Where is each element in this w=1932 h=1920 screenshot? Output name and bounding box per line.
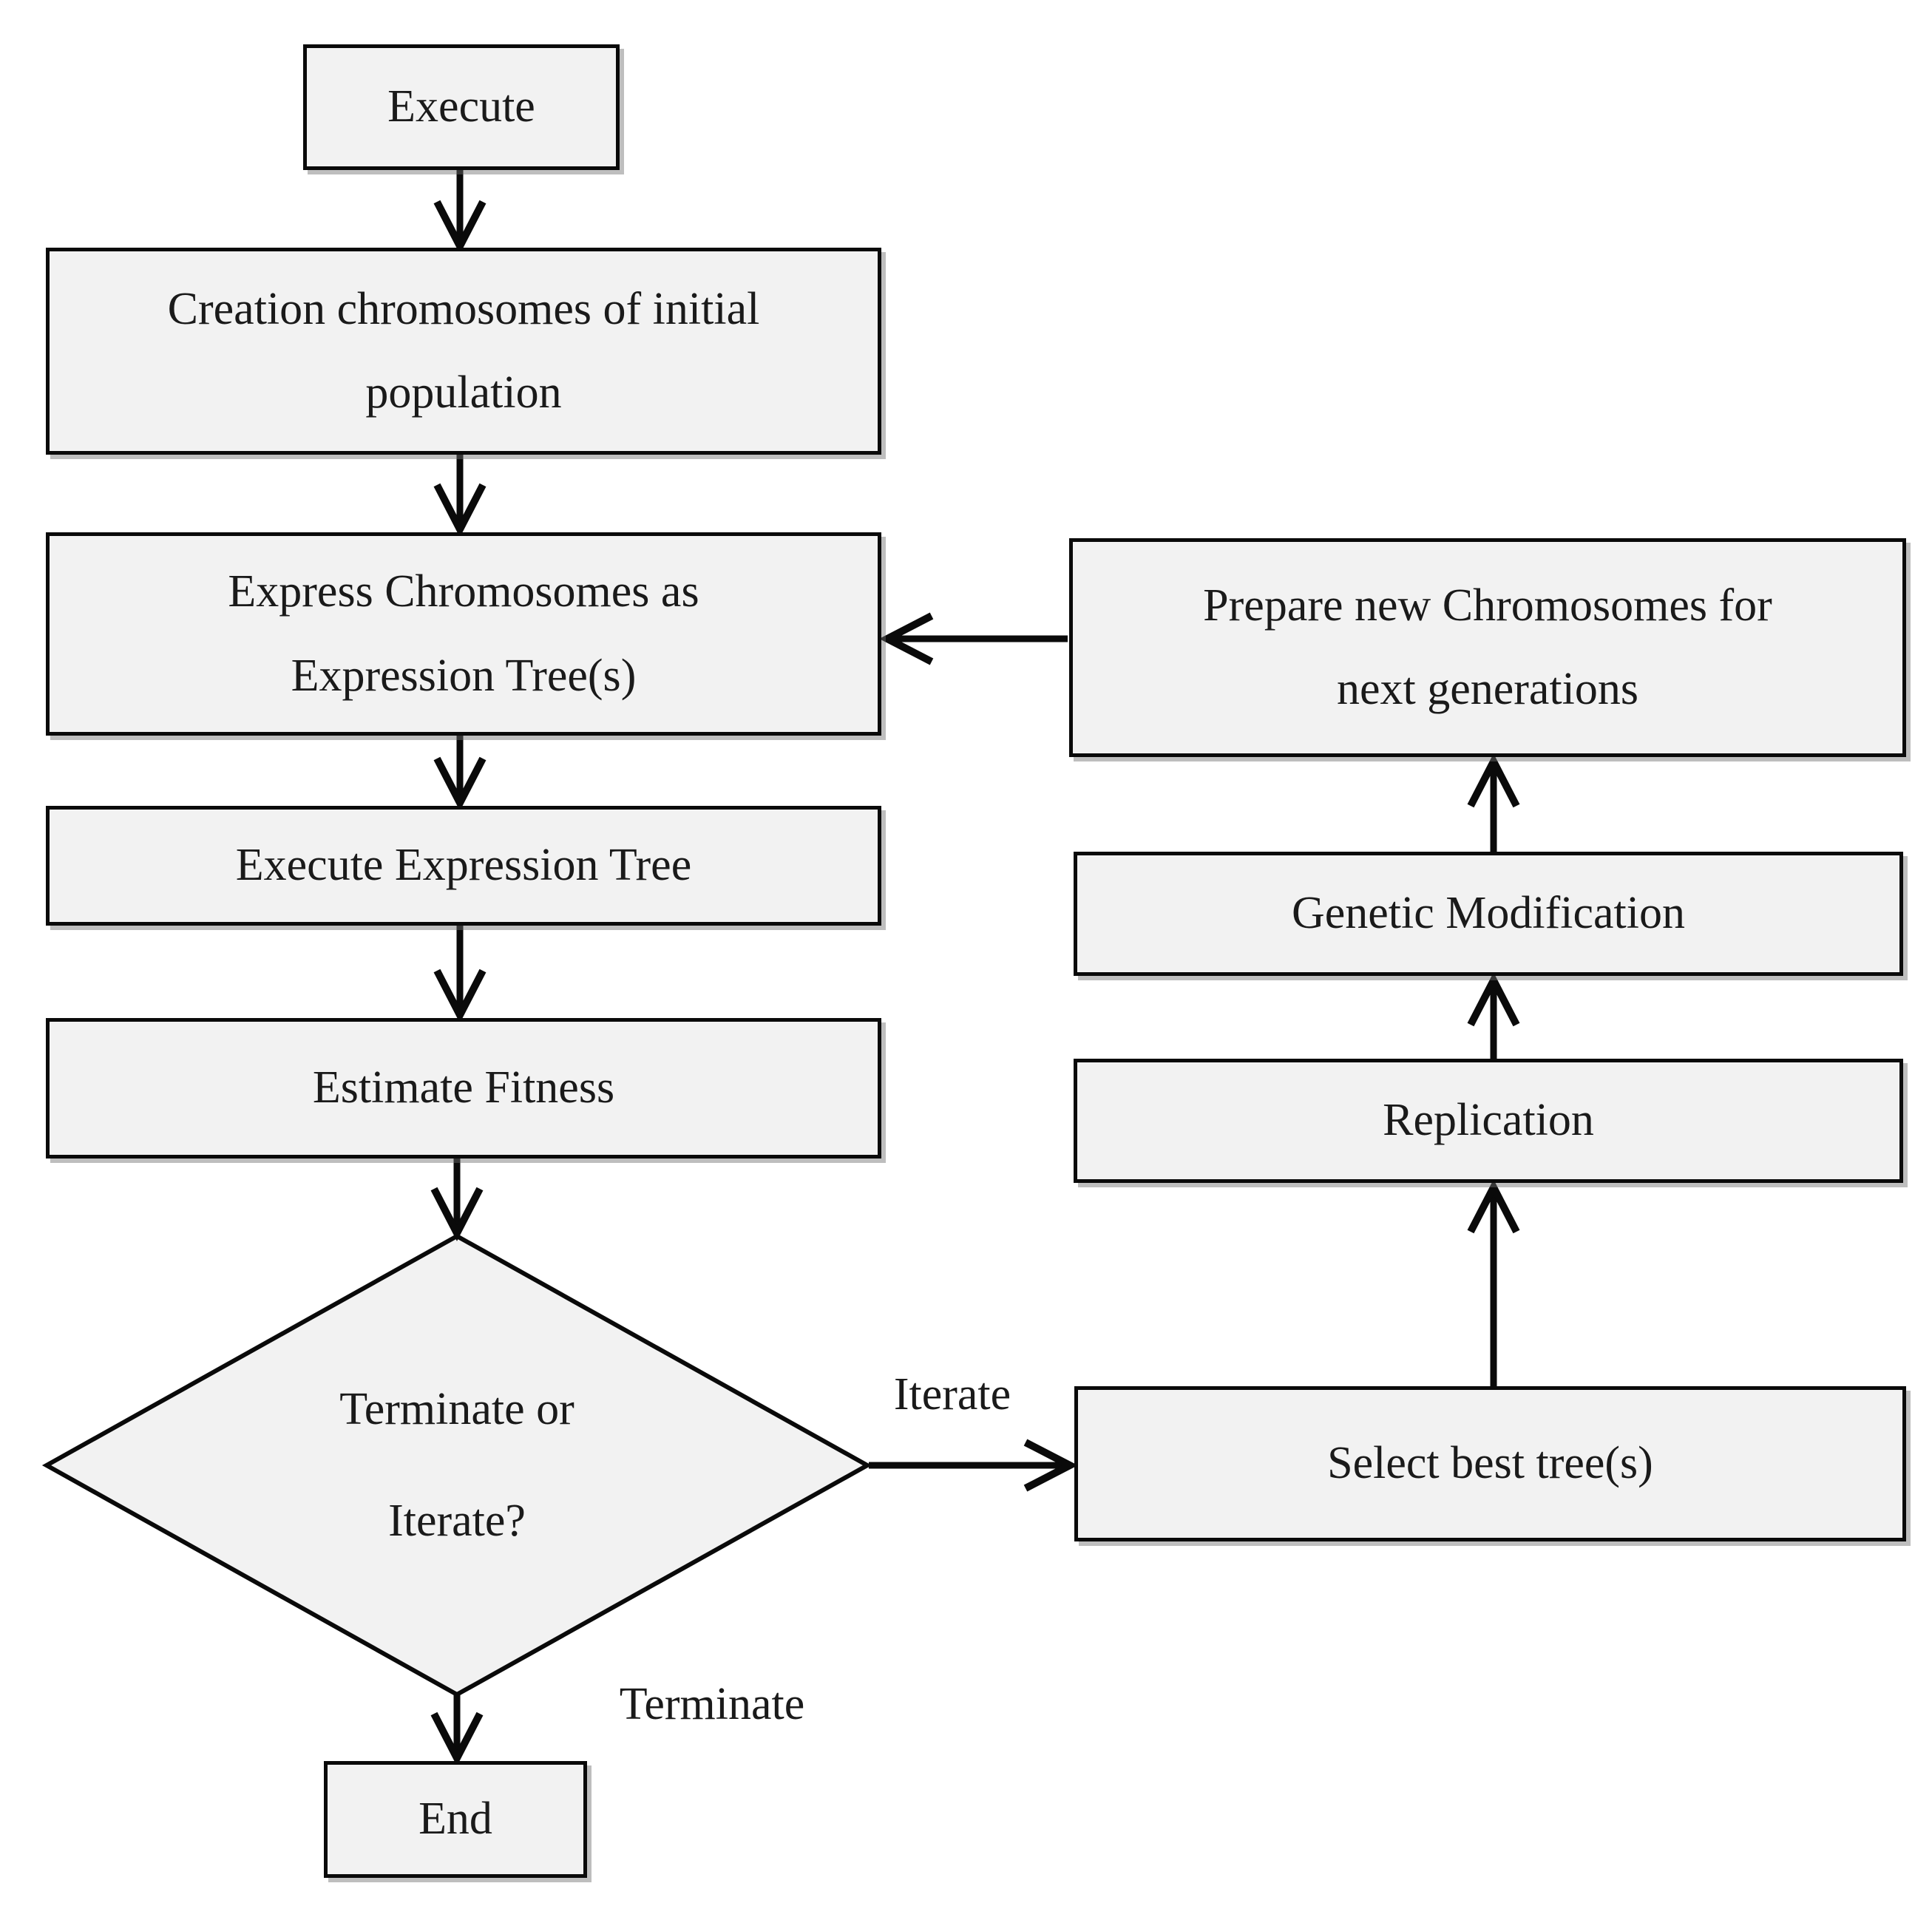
node-express-line-2: Expression Tree(s) <box>291 650 637 701</box>
node-end: End <box>324 1761 587 1878</box>
arrow-decision-to-end <box>430 1695 484 1766</box>
node-end-label: End <box>418 1794 492 1845</box>
arrow-decision-to-select <box>869 1439 1078 1492</box>
node-select-best-trees: Select best tree(s) <box>1074 1386 1906 1541</box>
arrow-prepare-to-express <box>879 612 1068 665</box>
node-execute-expression-tree-label: Execute Expression Tree <box>235 840 692 891</box>
node-decision-line-1: Terminate or <box>339 1383 574 1434</box>
edge-label-terminate: Terminate <box>619 1679 805 1729</box>
arrow-execute-tree-to-estimate <box>433 926 487 1023</box>
edge-label-iterate: Iterate <box>893 1369 1011 1419</box>
node-express-chromosomes: Express Chromosomes as Expression Tree(s… <box>46 532 881 736</box>
arrow-estimate-to-decision <box>430 1159 484 1241</box>
node-creation-line-2: population <box>365 367 562 418</box>
arrow-genetic-to-prepare <box>1467 753 1520 852</box>
arrow-creation-to-express <box>433 455 487 537</box>
node-express-line-1: Express Chromosomes as <box>228 566 699 617</box>
arrow-express-to-execute-tree <box>433 736 487 811</box>
arrow-execute-to-creation <box>433 170 487 254</box>
node-estimate-fitness-label: Estimate Fitness <box>312 1062 615 1113</box>
node-select-best-trees-label: Select best tree(s) <box>1327 1438 1653 1489</box>
node-prepare-line-1: Prepare new Chromosomes for <box>1203 580 1772 631</box>
node-execute-expression-tree: Execute Expression Tree <box>46 806 881 926</box>
arrow-replication-to-genetic <box>1467 972 1520 1059</box>
node-creation-chromosomes: Creation chromosomes of initial populati… <box>46 248 881 455</box>
node-replication-label: Replication <box>1383 1095 1594 1146</box>
node-prepare-new-chromosomes: Prepare new Chromosomes for next generat… <box>1069 538 1906 757</box>
node-decision-terminate-or-iterate: Terminate or Iterate? <box>121 1266 793 1665</box>
node-replication: Replication <box>1074 1059 1903 1183</box>
node-execute: Execute <box>303 44 620 170</box>
node-creation-line-1: Creation chromosomes of initial <box>167 283 760 334</box>
node-estimate-fitness: Estimate Fitness <box>46 1018 881 1159</box>
node-genetic-modification-label: Genetic Modification <box>1292 888 1685 939</box>
arrow-select-to-replication <box>1467 1179 1520 1386</box>
node-execute-label: Execute <box>387 81 535 132</box>
node-prepare-line-2: next generations <box>1336 664 1639 714</box>
node-decision-line-2: Iterate? <box>388 1496 526 1546</box>
node-genetic-modification: Genetic Modification <box>1074 852 1903 976</box>
